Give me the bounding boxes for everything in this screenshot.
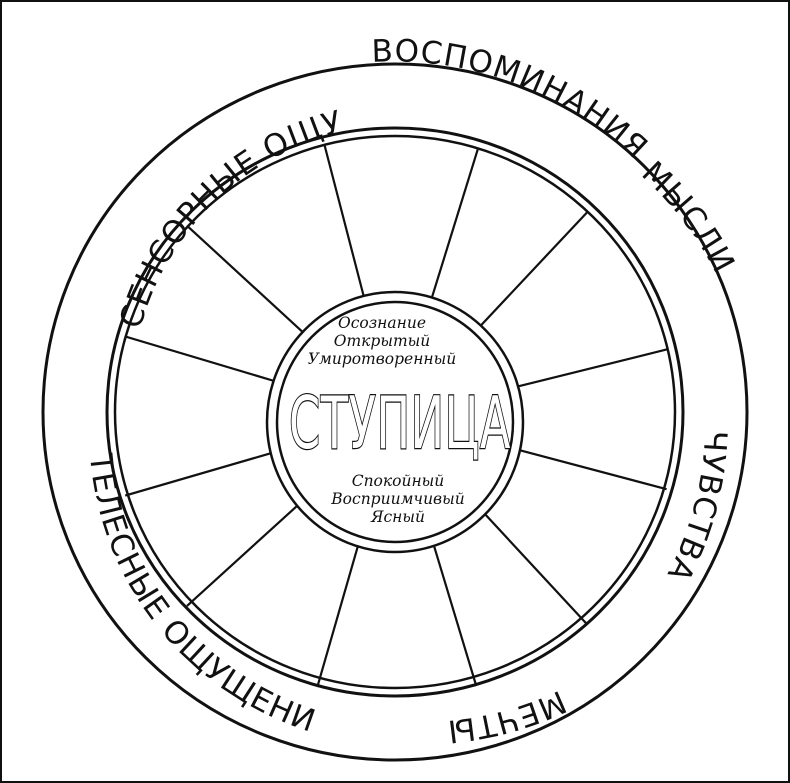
hub-quality-top-3: Умиротворенный bbox=[308, 350, 456, 368]
hub-quality-top-2: Открытый bbox=[334, 332, 431, 350]
rim-label-memories: ВОСПОМИНАНИЯ bbox=[371, 33, 655, 166]
spoke bbox=[125, 335, 275, 383]
spoke bbox=[516, 448, 667, 491]
spoke bbox=[480, 211, 589, 326]
wheel-inner-circle bbox=[113, 134, 677, 690]
hub-quality-top-1: Осознание bbox=[338, 314, 426, 332]
spoke bbox=[186, 500, 303, 607]
spoke bbox=[517, 348, 668, 388]
rim-label-thoughts: МЫСЛИ bbox=[635, 155, 742, 280]
spokes bbox=[124, 144, 668, 688]
rim-label-dreams: МЕЧТЫ bbox=[445, 683, 571, 749]
hub-quality-bottom-1: Спокойный bbox=[352, 472, 445, 490]
spoke bbox=[124, 451, 275, 497]
hub-quality-bottom-2: Восприимчивый bbox=[330, 490, 464, 508]
spoke bbox=[187, 225, 304, 333]
spoke bbox=[431, 148, 480, 297]
hub-title: СТУПИЦА bbox=[289, 381, 511, 465]
rim-label-sensory: СЕНСОРНЫЕ ОЩУЩЕНИЯ bbox=[0, 0, 346, 332]
spoke bbox=[430, 537, 478, 687]
rim-label-bodily: ТЕЛЕСНЫЕ ОЩУЩЕНИЯ bbox=[0, 0, 320, 740]
rim-inner-edge bbox=[105, 126, 685, 698]
spoke bbox=[316, 537, 362, 688]
outer-rim bbox=[41, 62, 749, 762]
rim-label-feelings: ЧУВСТВА bbox=[660, 430, 734, 588]
hub-inner-circle bbox=[275, 300, 515, 544]
spoke bbox=[479, 508, 587, 624]
spoke bbox=[323, 144, 365, 296]
hub-quality-bottom-3: Ясный bbox=[370, 508, 425, 526]
